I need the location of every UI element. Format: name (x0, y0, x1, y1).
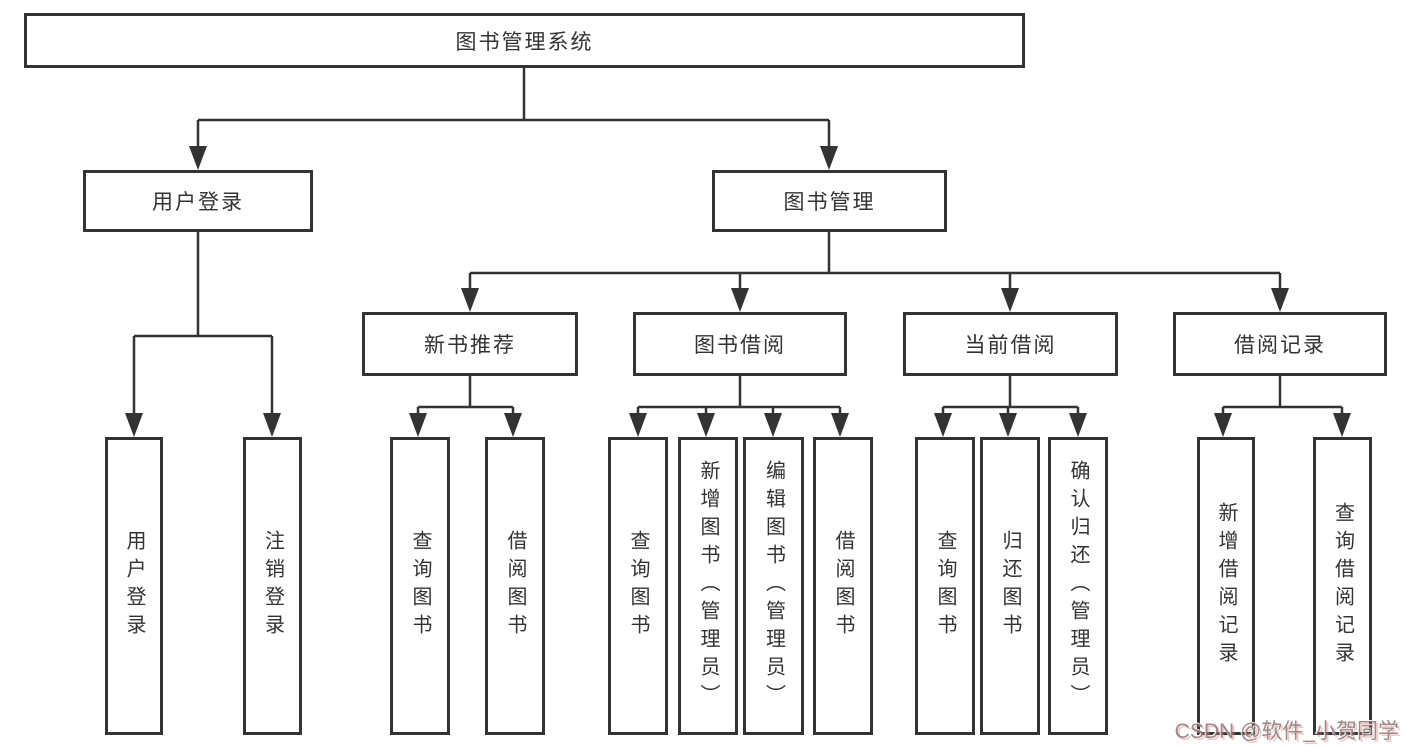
leaf-label: 新增图书（管理员） (697, 460, 719, 712)
leaf-add-books-admin: 新增图书（管理员） (678, 437, 738, 735)
leaf-query-books-current: 查询图书 (915, 437, 975, 735)
leaf-query-borrow-record: 查询借阅记录 (1313, 437, 1372, 735)
node-current-borrowing: 当前借阅 (903, 312, 1118, 376)
leaf-label: 用户登录 (123, 530, 145, 642)
leaf-label: 编辑图书（管理员） (762, 460, 785, 712)
leaf-user-login: 用户登录 (105, 437, 163, 735)
leaf-query-books-borrowing: 查询图书 (608, 437, 668, 735)
leaf-label: 查询借阅记录 (1331, 502, 1354, 670)
node-root-system: 图书管理系统 (24, 13, 1025, 68)
leaf-label: 查询图书 (627, 530, 649, 642)
leaf-label: 查询图书 (409, 530, 431, 642)
leaf-label: 注销登录 (261, 530, 284, 642)
leaf-label: 新增借阅记录 (1215, 502, 1237, 670)
leaf-label: 归还图书 (999, 530, 1021, 642)
leaf-return-books: 归还图书 (980, 437, 1040, 735)
leaf-label: 确认归还（管理员） (1067, 460, 1089, 712)
leaf-label: 查询图书 (934, 530, 956, 642)
node-new-book-recommend: 新书推荐 (362, 312, 578, 376)
leaf-edit-books-admin: 编辑图书（管理员） (743, 437, 804, 735)
node-book-borrowing: 图书借阅 (633, 312, 847, 376)
leaf-borrow-books-newbook: 借阅图书 (485, 437, 545, 735)
leaf-borrow-books-borrowing: 借阅图书 (813, 437, 873, 735)
leaf-logout: 注销登录 (243, 437, 302, 735)
leaf-add-borrow-record: 新增借阅记录 (1197, 437, 1255, 735)
node-user-login: 用户登录 (83, 170, 313, 232)
node-book-management: 图书管理 (712, 170, 947, 232)
leaf-query-books-newbook: 查询图书 (390, 437, 450, 735)
leaf-confirm-return-admin: 确认归还（管理员） (1048, 437, 1108, 735)
node-borrowing-records: 借阅记录 (1173, 312, 1387, 376)
leaf-label: 借阅图书 (504, 530, 526, 642)
leaf-label: 借阅图书 (832, 530, 854, 642)
